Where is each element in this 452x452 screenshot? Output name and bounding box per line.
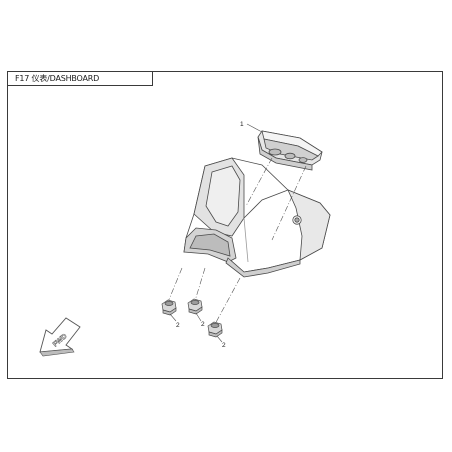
callout-part-2c: 2 xyxy=(222,342,226,349)
diagram-frame xyxy=(7,71,443,379)
callout-leaders xyxy=(169,123,263,343)
diagram-title: F17 仪表/DASHBOARD xyxy=(15,73,100,83)
callout-part-1: 1 xyxy=(240,121,244,128)
assembly-line-nut-a xyxy=(193,267,206,305)
leader-part-2a xyxy=(169,313,177,322)
leader-part-2c xyxy=(216,335,223,343)
assembly-lines xyxy=(167,157,307,327)
nut-b xyxy=(187,298,203,315)
assembly-line-cluster-right xyxy=(271,165,307,241)
callout-part-2a: 2 xyxy=(176,322,180,329)
assembly-line-nut-b xyxy=(167,267,183,303)
leader-part-1 xyxy=(246,123,263,133)
dashboard-shroud xyxy=(183,157,331,278)
instrument-cluster xyxy=(257,130,323,171)
fwd-arrow-icon: FWD xyxy=(39,317,81,357)
nut-c xyxy=(207,321,223,338)
leader-part-2b xyxy=(195,312,202,322)
assembly-line-nut-c xyxy=(213,277,241,327)
callout-part-2b: 2 xyxy=(201,321,205,328)
assembly-line-cluster-left xyxy=(245,157,273,207)
nut-a xyxy=(161,299,177,316)
title-box: F17 仪表/DASHBOARD xyxy=(7,71,153,86)
